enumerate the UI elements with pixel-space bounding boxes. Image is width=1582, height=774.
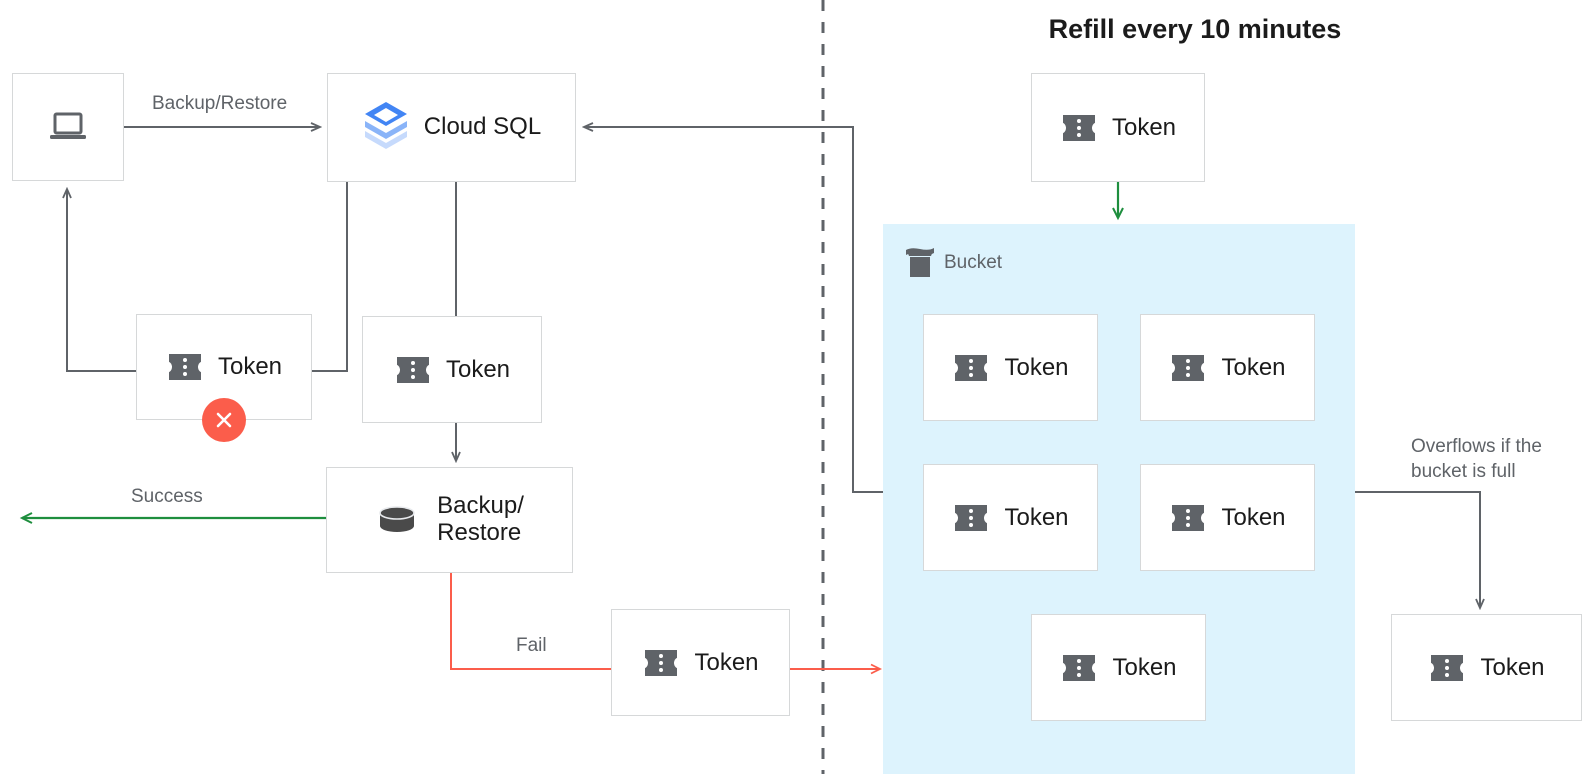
token-icon <box>952 502 991 534</box>
node-bucket-token-2-label: Token <box>1221 353 1286 381</box>
token-icon <box>1059 112 1098 144</box>
node-token-fail-label: Token <box>694 648 759 676</box>
node-bucket-token-5-label: Token <box>1112 653 1177 681</box>
refill-title: Refill every 10 minutes <box>1048 14 1342 44</box>
token-icon <box>1060 652 1099 684</box>
node-token-refill-label: Token <box>1111 113 1177 141</box>
token-icon <box>1428 652 1467 684</box>
node-token-client-side-label: Token <box>217 353 283 380</box>
node-token-overflow[interactable]: Token <box>1391 614 1582 721</box>
node-cloud-sql[interactable]: Cloud SQL <box>327 73 576 182</box>
wire-bucket-to-cloudsql <box>584 127 883 493</box>
token-icon <box>165 351 204 383</box>
edge-label-success: Success <box>131 486 203 507</box>
node-token-fail[interactable]: Token <box>611 609 790 716</box>
node-token-client-side[interactable]: Token <box>136 314 312 420</box>
node-token-refill[interactable]: Token <box>1031 73 1205 182</box>
node-token-sql-side-label: Token <box>445 355 511 383</box>
node-bucket-token-2[interactable]: Token <box>1140 314 1315 421</box>
node-bucket-token-1-label: Token <box>1004 353 1069 381</box>
node-client[interactable] <box>12 73 124 181</box>
node-bucket-token-5[interactable]: Token <box>1031 614 1206 721</box>
node-backup-restore[interactable]: Backup/ Restore <box>326 467 573 573</box>
laptop-icon <box>48 111 88 143</box>
node-bucket-token-3-label: Token <box>1004 503 1069 531</box>
node-bucket-token-4[interactable]: Token <box>1140 464 1315 571</box>
node-cloud-sql-label: Cloud SQL <box>423 113 542 141</box>
bucket-icon <box>903 248 937 280</box>
edge-label-backup-restore: Backup/Restore <box>152 93 288 114</box>
node-bucket-token-1[interactable]: Token <box>923 314 1098 421</box>
error-x-badge <box>202 398 246 442</box>
node-backup-restore-label: Backup/ Restore <box>437 492 524 546</box>
token-icon <box>1169 502 1208 534</box>
database-icon <box>375 504 419 536</box>
edge-label-overflow: Overflows if the bucket is full <box>1411 436 1542 482</box>
bucket-label: Bucket <box>944 252 1003 273</box>
node-bucket-token-4-label: Token <box>1221 503 1286 531</box>
node-token-overflow-label: Token <box>1480 653 1545 681</box>
cloud-sql-icon <box>362 100 410 156</box>
token-icon <box>1169 352 1208 384</box>
token-icon <box>952 352 991 384</box>
wire-overflow <box>1355 491 1480 608</box>
edge-label-fail: Fail <box>516 635 547 656</box>
node-bucket-token-3[interactable]: Token <box>923 464 1098 571</box>
node-token-sql-side[interactable]: Token <box>362 316 542 423</box>
token-icon <box>393 354 432 386</box>
token-icon <box>642 647 681 679</box>
